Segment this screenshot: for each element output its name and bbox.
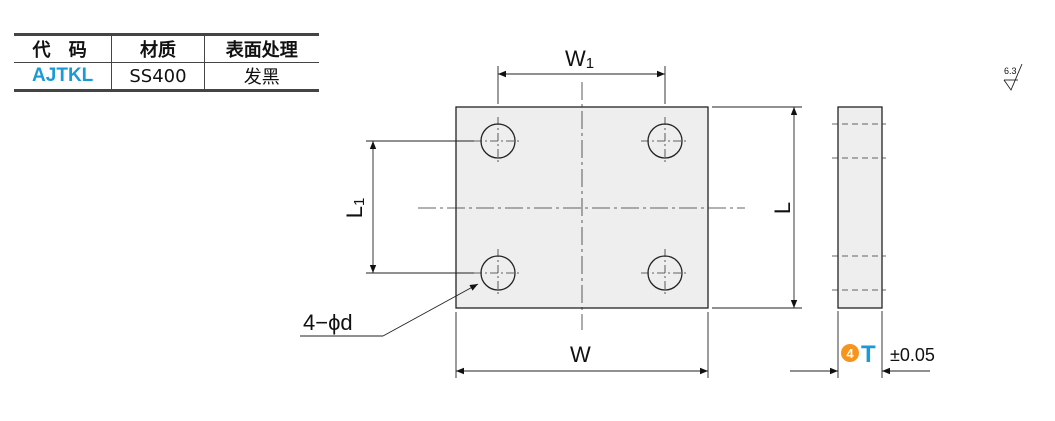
dimension-l: L	[712, 106, 802, 309]
part-code: AJTKL	[32, 65, 94, 86]
l-label: L	[770, 202, 795, 214]
thickness-label: T	[861, 341, 876, 368]
table-row: AJTKL SS400 发黑	[14, 62, 319, 91]
dimension-w1: W1	[497, 46, 666, 104]
hole-callout: 4−ϕd	[300, 283, 479, 337]
spec-table: 代 码 材质 表面处理 AJTKL SS400 发黑	[14, 33, 319, 92]
w1-label: W1	[565, 46, 594, 72]
roughness-value: 6.3	[1004, 66, 1017, 76]
hole-top-right	[641, 117, 689, 165]
l1-label: L1	[342, 198, 368, 219]
dimension-l1: L1	[342, 140, 474, 274]
hole-label: 4−ϕd	[303, 310, 353, 335]
thickness-tolerance: ±0.05	[890, 345, 935, 365]
thickness-callout: 4 T ±0.05	[841, 341, 935, 368]
dimension-w: W	[455, 312, 709, 378]
material-value: SS400	[111, 62, 205, 91]
hole-top-left	[474, 117, 522, 165]
thickness-badge	[841, 344, 859, 362]
spec-table-header: 代 码 材质 表面处理	[14, 34, 319, 63]
header-surface: 表面处理	[225, 40, 298, 61]
header-material: 材质	[111, 34, 205, 63]
surface-value: 发黑	[243, 67, 280, 88]
header-code: 代 码	[32, 40, 93, 61]
roughness-icon: 6.3	[1003, 63, 1023, 91]
hole-bottom-left	[474, 249, 522, 297]
thickness-badge-number: 4	[846, 346, 854, 361]
plate-side-view	[790, 106, 930, 378]
hole-bottom-right	[641, 249, 689, 297]
w-label: W	[570, 342, 591, 367]
